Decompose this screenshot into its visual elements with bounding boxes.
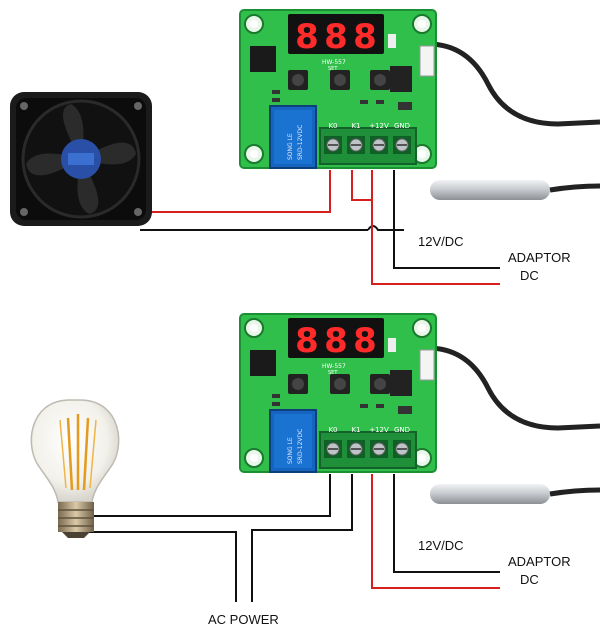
k1-red-jumper <box>351 170 372 201</box>
lamp-upper-wire <box>92 474 331 517</box>
light-bulb <box>30 399 120 538</box>
temperature-probe <box>427 345 600 504</box>
dc-label: DC <box>520 572 539 587</box>
thermostat-board: 8 8 8 HW-557 SET SONG LE SRD-12VDC K0 K1… <box>239 313 437 473</box>
lamp-wires <box>84 474 500 602</box>
terminal-label-k1: K1 <box>351 426 360 434</box>
lamp-lower-wire <box>84 531 237 602</box>
relay-brand-label: SONG LE <box>287 437 294 464</box>
terminal-label-gnd: GND <box>394 122 410 130</box>
dc-label: DC <box>520 268 539 283</box>
display-digit-3: 8 <box>353 321 377 361</box>
relay-model-label: SRD-12VDC <box>297 125 304 160</box>
fan-circuit: 8 8 8 HW-557 SET SONG LE SRD-12VDC K0 K1… <box>10 9 600 285</box>
display-digit-3: 8 <box>353 17 377 57</box>
display-digit-2: 8 <box>324 17 348 57</box>
terminal-label-k0: K0 <box>328 122 337 130</box>
display-digit-2: 8 <box>324 321 348 361</box>
cooling-fan <box>10 92 152 226</box>
adaptor-label: ADAPTOR <box>508 554 571 569</box>
supply-voltage-label: 12V/DC <box>418 538 464 553</box>
relay-brand-label: SONG LE <box>287 133 294 160</box>
thermostat-board: 8 8 8 HW-557 SET SONG LE SRD-12VDC K0 K1… <box>239 9 437 169</box>
fan-red-wire <box>150 170 331 213</box>
supply-black-wire <box>393 170 500 269</box>
relay-k1-wire <box>251 474 353 602</box>
board-model-label: HW-557 <box>322 59 346 66</box>
supply-red-wire <box>371 170 500 285</box>
temperature-probe <box>427 41 600 200</box>
board-model-label: HW-557 <box>322 363 346 370</box>
adaptor-label: ADAPTOR <box>508 250 571 265</box>
terminal-label-gnd: GND <box>394 426 410 434</box>
relay-model-label: SRD-12VDC <box>297 429 304 464</box>
lamp-circuit: 8 8 8 HW-557 SET SONG LE SRD-12VDC K0 K1… <box>30 313 600 627</box>
terminal-label-k0: K0 <box>328 426 337 434</box>
terminal-label-k1: K1 <box>351 122 360 130</box>
lamp-supply-black-wire <box>393 474 500 573</box>
terminal-label-12v: +12V <box>369 426 389 434</box>
display-digit-1: 8 <box>295 17 319 57</box>
fan-black-wire-crossover <box>367 225 404 231</box>
board-set-label: SET <box>328 370 338 376</box>
ac-power-label: AC POWER <box>208 612 279 627</box>
supply-voltage-label: 12V/DC <box>418 234 464 249</box>
display-digit-1: 8 <box>295 321 319 361</box>
terminal-label-12v: +12V <box>369 122 389 130</box>
lamp-supply-red-wire <box>371 474 500 589</box>
board-set-label: SET <box>328 66 338 72</box>
fan-wires <box>140 170 500 285</box>
